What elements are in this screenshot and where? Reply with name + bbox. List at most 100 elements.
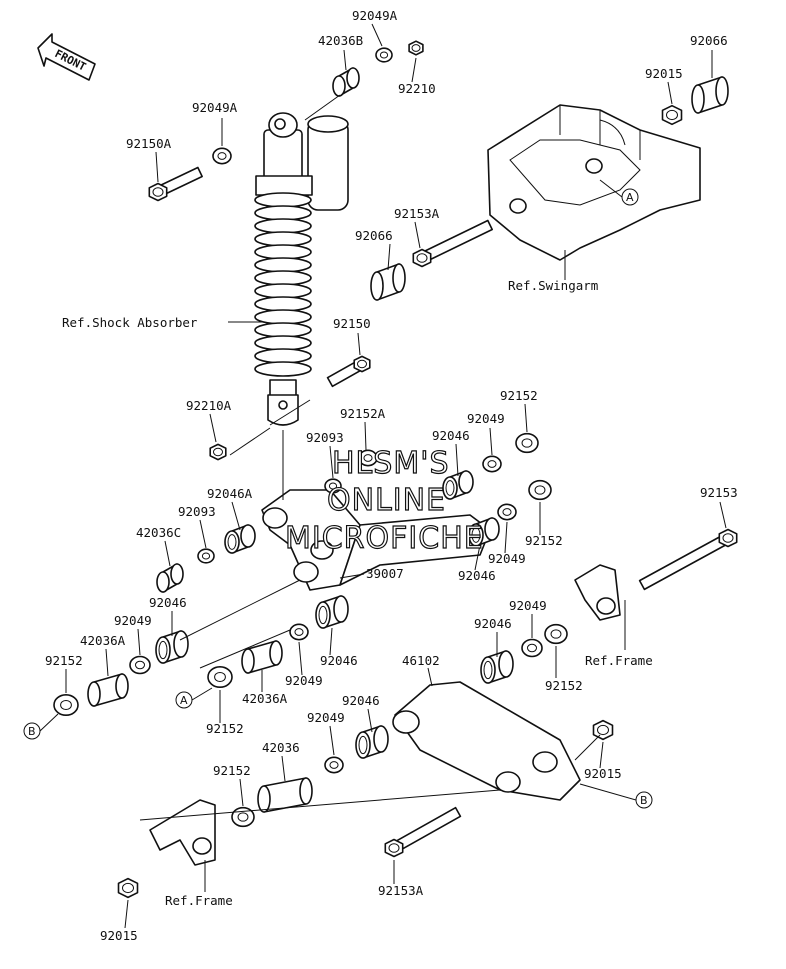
lower-frame-bracket-illustration [149,799,216,866]
watermark-line-2: ONLINE [327,483,446,518]
washer-92049 [497,503,517,521]
marker-a-left: A [175,691,193,709]
leader-line [524,403,528,433]
part-label: 92153A [394,206,440,221]
washer-92093 [324,478,342,494]
bolt-head [718,528,738,548]
frame-bracket-illustration [487,104,701,261]
axis-line [269,399,311,426]
leader-line [231,501,241,531]
part-label: 92093 [178,504,216,519]
part-label: 42036 [262,740,300,755]
shock-spring [254,192,312,377]
ref-shock-absorber: Ref.Shock Absorber [62,315,198,330]
spring-coil [254,335,312,351]
nut-92015 [592,719,614,741]
part-label: 92046 [342,693,380,708]
part-label: 92152 [545,678,583,693]
leader-line [137,628,141,656]
leader-line [329,725,335,756]
spring-coil [254,270,312,286]
bearing-92046a [224,524,256,554]
svg-text:A: A [180,694,188,707]
bolt-head [353,355,371,373]
leader-line [329,627,333,656]
spring-coil [254,244,312,260]
part-label: 92150 [333,316,371,331]
bearing-92046 [315,595,349,629]
washer-92049 [521,638,543,658]
leader-line [504,521,508,554]
part-label: 92210A [186,398,232,413]
leader-line [124,899,129,929]
marker-b-right: B [635,791,653,809]
leader-line [427,667,433,687]
part-label: 92093 [306,430,344,445]
right-frame-bracket-illustration [574,564,621,621]
leader-line [719,501,727,529]
part-label: 92049A [192,100,238,115]
part-label: 92015 [645,66,683,81]
part-label: 46102 [402,653,440,668]
collar-42036a [87,673,129,707]
small-parts [53,40,738,899]
leader-line [209,413,217,443]
part-label: 92066 [355,228,393,243]
part-label: 92049 [509,598,547,613]
axis-line [229,427,271,456]
axis-line [574,734,601,761]
part-label: 39007 [366,566,404,581]
collar-42036 [257,777,313,813]
svg-text:B: B [28,725,36,738]
spring-coil [254,296,312,312]
part-label: 42036C [136,525,181,540]
rocker-arm-illustration [392,681,581,801]
marker-b-left: B [23,722,41,740]
leader-line [364,421,367,451]
part-label: 92049 [114,613,152,628]
leader-line [367,708,373,733]
watermark: HLSM'S ONLINE MICROFICHE [284,445,483,556]
part-label: 92152 [525,533,563,548]
washer-92049 [289,623,309,641]
part-label: 92152 [45,653,83,668]
spring-coil [254,322,312,338]
part-label: 92150A [126,136,172,151]
bolt-92153 [638,532,732,591]
leader-line [489,427,493,456]
part-label: 92049 [467,411,505,426]
ref-frame-bottom: Ref.Frame [165,893,233,908]
spring-coil [254,361,312,377]
leader-line [474,544,481,571]
washer-92152 [207,665,233,688]
shock-absorber-illustration [254,112,349,426]
leader-line [281,755,286,782]
nut-92210 [408,40,424,56]
leader-line [357,332,361,356]
spring-coil [254,205,312,221]
bearing-92046 [480,650,514,684]
part-label: 42036A [80,633,126,648]
part-label: 92046 [474,616,512,631]
leader-line [239,778,244,807]
leader-line [599,741,604,769]
washer-92152a [358,449,378,467]
collar-42036a [241,640,283,674]
part-label: 92046 [320,653,358,668]
bolt-head [412,248,432,268]
part-label: 92210 [398,81,436,96]
part-label: 92153 [700,485,738,500]
nut-92015 [117,877,139,899]
spring-coil [254,231,312,247]
bearing-92046 [468,517,500,547]
bearing-92046 [355,725,389,759]
leader-line [455,443,459,477]
bushing-42036b [332,67,360,97]
part-label: 92152 [500,388,538,403]
washer-92049a [375,47,393,63]
washer-92049 [129,655,151,675]
ref-frame-right: Ref.Frame [585,653,653,668]
washer-92049a [212,147,232,165]
